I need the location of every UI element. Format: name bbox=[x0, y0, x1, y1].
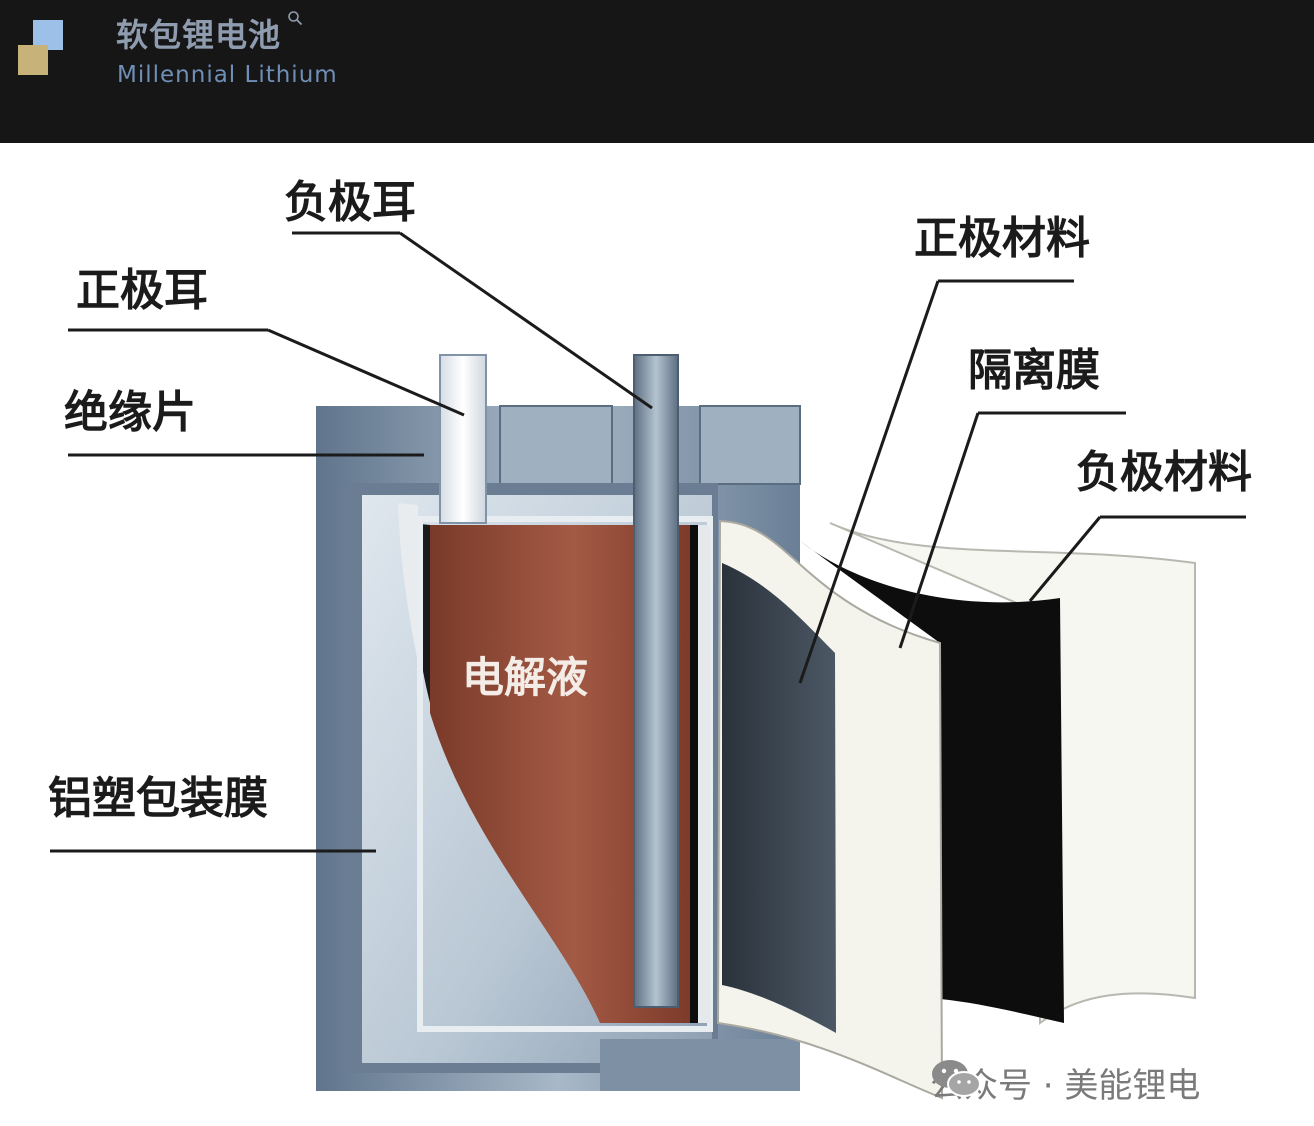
electrolyte-region bbox=[430, 525, 690, 1023]
search-icon[interactable] bbox=[287, 10, 303, 26]
page-title: 软包锂电池 bbox=[116, 16, 282, 54]
label-separator: 隔离膜 bbox=[968, 345, 1100, 396]
label-negative-tab: 负极耳 bbox=[284, 177, 416, 228]
logo bbox=[18, 20, 66, 76]
wechat-icon bbox=[932, 1060, 981, 1097]
label-electrolyte: 电解液 bbox=[462, 653, 589, 702]
collar-block bbox=[699, 405, 801, 485]
leader-positive-tab bbox=[267, 328, 465, 417]
pouch-bottom bbox=[600, 1039, 800, 1091]
negative-tab bbox=[633, 354, 679, 1008]
leader-separator bbox=[898, 412, 980, 649]
battery-diagram: 负极耳 正极耳 绝缘片 铝塑包装膜 电解液 正极材料 隔离膜 负极材料 公众号 … bbox=[0, 143, 1314, 1126]
page-subtitle: Millennial Lithium bbox=[117, 62, 338, 88]
left-layer bbox=[398, 503, 418, 663]
leader-negative-tab bbox=[399, 231, 653, 410]
battery-illustration bbox=[50, 231, 1246, 1100]
watermark: 公众号 · 美能锂电 bbox=[930, 1058, 1200, 1106]
label-cathode-material: 正极材料 bbox=[914, 213, 1090, 264]
cathode-material bbox=[722, 563, 836, 1033]
label-positive-tab: 正极耳 bbox=[76, 265, 208, 316]
leader-cathode bbox=[798, 280, 940, 684]
header-bar: 软包锂电池 Millennial Lithium bbox=[0, 0, 1314, 143]
collar-block bbox=[499, 405, 613, 485]
leader-anode bbox=[1028, 516, 1102, 602]
layer-strip bbox=[698, 525, 710, 1023]
anode-backing bbox=[829, 522, 1196, 1025]
layer-strip bbox=[690, 525, 698, 1023]
label-anode-material: 负极材料 bbox=[1076, 447, 1252, 498]
positive-tab bbox=[439, 354, 487, 524]
label-aluminum-plastic-film: 铝塑包装膜 bbox=[48, 773, 268, 824]
anode-material bbox=[800, 541, 1064, 1023]
label-insulation-sheet: 绝缘片 bbox=[64, 387, 196, 438]
